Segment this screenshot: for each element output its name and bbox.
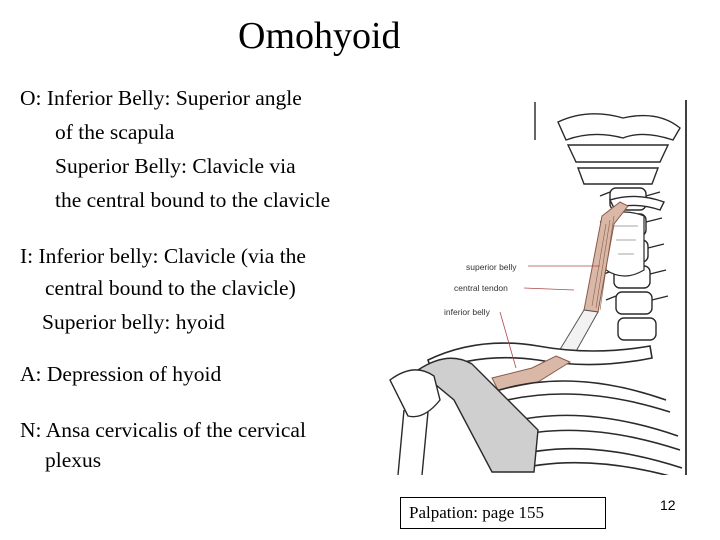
omohyoid-illustration: superior belly central tendon inferior b… [388,100,688,475]
humeral-head [389,369,441,418]
central-tendon-label: central tendon [454,283,508,293]
origin-line-1: O: Inferior Belly: Superior angle [20,86,302,110]
insertion-line-1: I: Inferior belly: Clavicle (via the [20,244,306,268]
clavicle [427,342,653,374]
palpation-box: Palpation: page 155 [400,497,606,529]
anatomy-drawing: superior belly central tendon inferior b… [389,100,687,475]
insertion-line-3: Superior belly: hyoid [42,310,225,334]
insertion-line-2: central bound to the clavicle) [45,276,296,300]
origin-line-3: Superior Belly: Clavicle via [55,154,296,178]
page-number: 12 [660,497,676,513]
origin-line-2: of the scapula [55,120,175,144]
nerve-line-1: N: Ansa cervicalis of the cervical [20,418,306,442]
scapula [416,357,539,473]
inferior-belly-label: inferior belly [444,307,491,317]
nerve-line-2: plexus [45,448,102,472]
superior-belly-label: superior belly [466,262,517,272]
origin-line-4: the central bound to the clavicle [55,188,331,212]
inferior-belly-muscle [491,355,572,391]
action-line-1: A: Depression of hyoid [20,362,222,386]
slide-title: Omohyoid [238,15,401,57]
